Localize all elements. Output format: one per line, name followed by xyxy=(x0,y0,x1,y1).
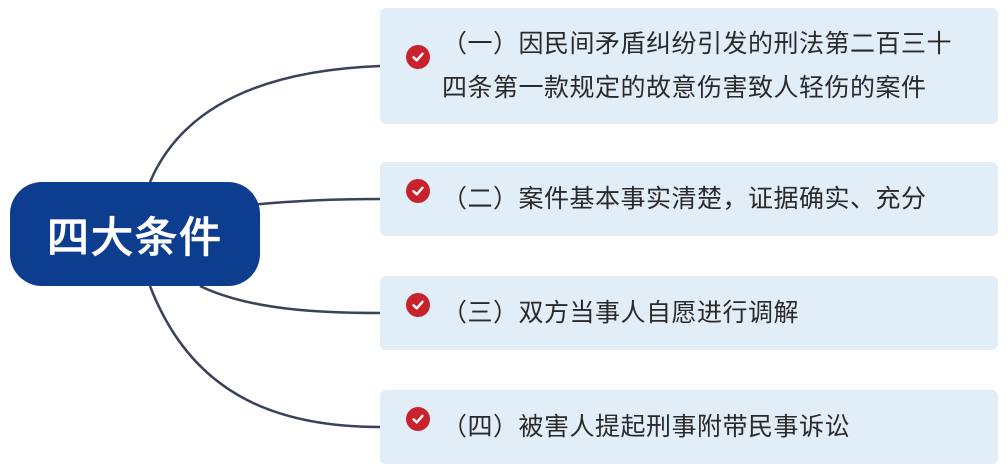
connector-1 xyxy=(148,64,381,183)
connector-4 xyxy=(148,285,381,429)
branch-item-4: （四）被害人提起刑事附带民事诉讼 xyxy=(380,390,998,464)
check-icon xyxy=(406,45,430,69)
branch-label: （二）案件基本事实清楚，证据确实、充分 xyxy=(442,184,927,213)
connector-3 xyxy=(199,284,381,315)
check-icon xyxy=(406,407,430,431)
check-icon xyxy=(406,179,430,203)
connector-2 xyxy=(249,197,381,207)
check-icon xyxy=(406,293,430,317)
central-topic-label: 四大条件 xyxy=(46,212,223,262)
branch-label: （三）双方当事人自愿进行调解 xyxy=(442,298,800,327)
branch-item-3: （三）双方当事人自愿进行调解 xyxy=(380,276,998,350)
central-topic: 四大条件 xyxy=(10,182,260,286)
branch-item-2: （二）案件基本事实清楚，证据确实、充分 xyxy=(380,162,998,236)
branch-label: （一）因民间矛盾纠纷引发的刑法第二百三十四条第一款规定的故意伤害致人轻伤的案件 xyxy=(442,29,953,102)
branch-label: （四）被害人提起刑事附带民事诉讼 xyxy=(442,412,851,441)
branch-item-1: （一）因民间矛盾纠纷引发的刑法第二百三十四条第一款规定的故意伤害致人轻伤的案件 xyxy=(380,8,998,124)
